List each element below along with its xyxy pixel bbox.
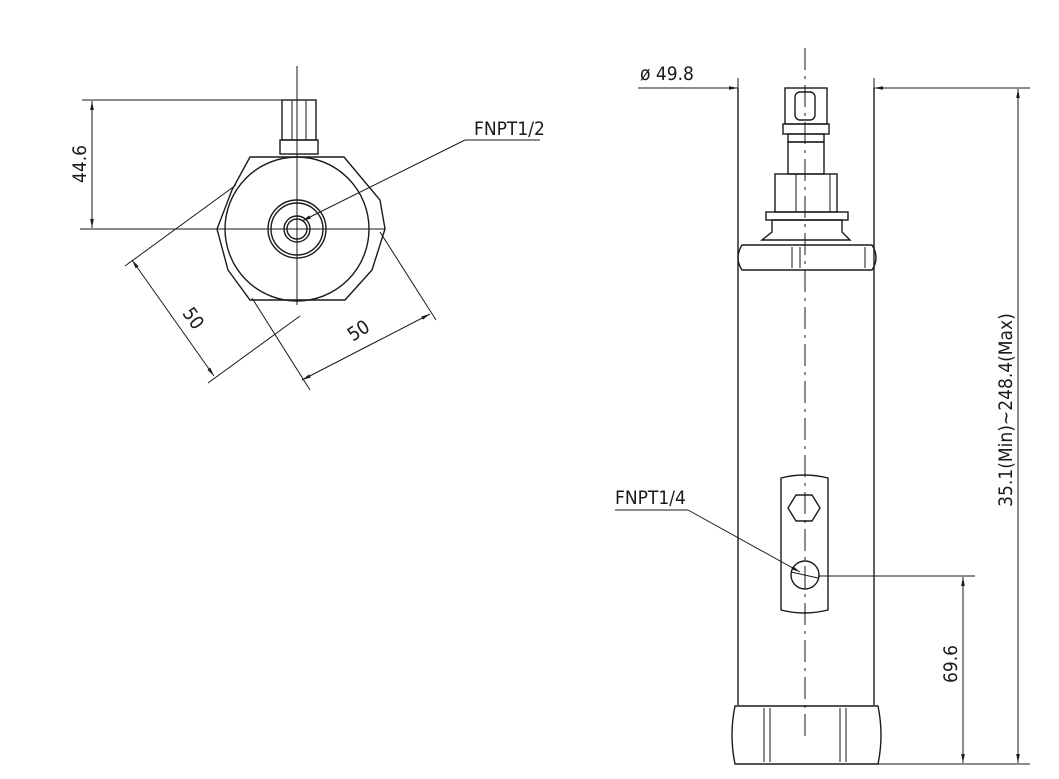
- top-view: 44.6 FNPT1/2 50 50: [69, 66, 545, 391]
- hex-flat-dim-left: 50: [178, 303, 208, 333]
- side-port-label-fnpt-quarter: FNPT1/4: [615, 487, 686, 509]
- side-port-height-dim: 69.6: [940, 645, 962, 683]
- hex-flat-dim-right: 50: [344, 316, 374, 346]
- diameter-dim-label: ø 49.8: [640, 63, 694, 85]
- height-dim-label: 44.6: [69, 145, 91, 183]
- port-label-fnpt-half: FNPT1/2: [474, 118, 545, 140]
- side-view: ø 49.8 FNPT1/4: [615, 48, 1030, 765]
- length-dim-label: 35.1(Min)~248.4(Max): [995, 313, 1017, 507]
